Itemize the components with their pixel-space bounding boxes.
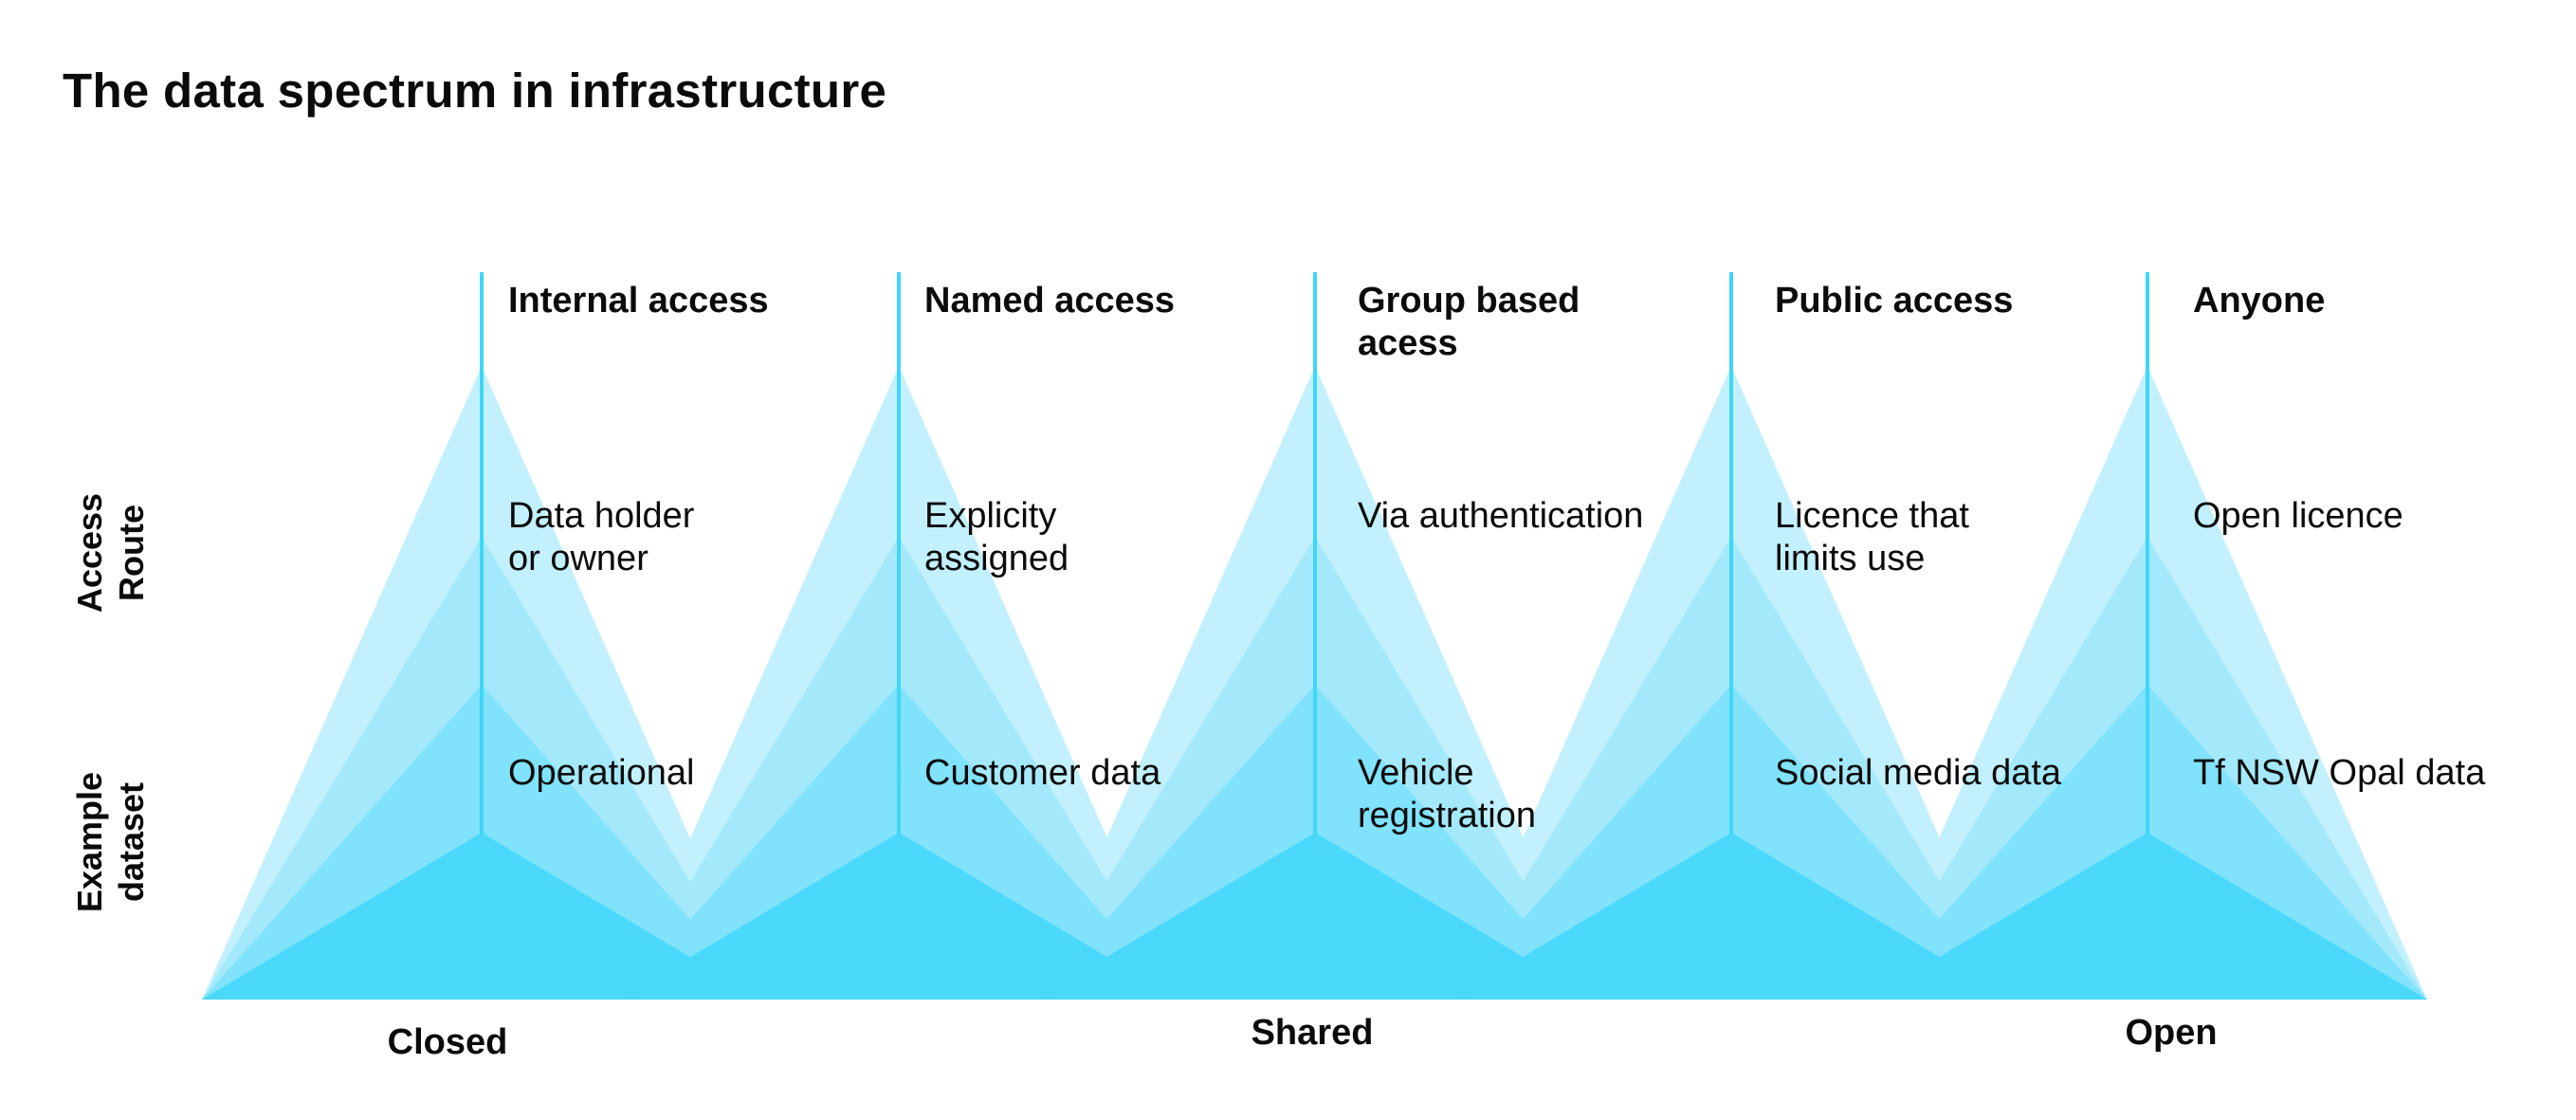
- pyramid-internal-access-layer-dark: [202, 833, 761, 1000]
- pyramid-named-access-layer-dark: [619, 833, 1178, 1000]
- access-route-anyone: Open licence: [2193, 496, 2403, 536]
- column-header-public-access: Public access: [1775, 281, 2014, 321]
- pyramid-group-based-access-layer-dark: [1035, 833, 1595, 1000]
- row-label-access-route: Access Route: [70, 492, 151, 614]
- pyramid-public-access-layer-dark: [1452, 833, 2011, 1000]
- pyramid-anyone-layer-dark: [1868, 833, 2427, 1000]
- access-route-group-based-access: Via authentication: [1358, 496, 1644, 536]
- access-route-public-access: Licence that limits use: [1775, 496, 1969, 578]
- spectrum-label-shared: Shared: [1251, 1013, 1374, 1053]
- example-dataset-named-access: Customer data: [924, 753, 1161, 793]
- column-header-internal-access: Internal access: [508, 281, 769, 321]
- spectrum-label-open: Open: [2125, 1013, 2218, 1053]
- access-route-internal-access: Data holder or owner: [508, 496, 695, 578]
- column-header-group-based-access: Group based acess: [1358, 281, 1580, 363]
- example-dataset-internal-access: Operational: [508, 753, 695, 793]
- column-header-anyone: Anyone: [2193, 281, 2326, 321]
- example-dataset-anyone: Tf NSW Opal data: [2193, 753, 2486, 793]
- access-route-named-access: Explicity assigned: [924, 496, 1069, 578]
- row-label-example-dataset: Example dataset: [70, 771, 151, 913]
- example-dataset-group-based-access: Vehicle registration: [1358, 753, 1536, 835]
- column-header-named-access: Named access: [924, 281, 1176, 321]
- page-title: The data spectrum in infrastructure: [63, 64, 887, 118]
- example-dataset-public-access: Social media data: [1775, 753, 2062, 793]
- spectrum-label-closed: Closed: [387, 1022, 508, 1062]
